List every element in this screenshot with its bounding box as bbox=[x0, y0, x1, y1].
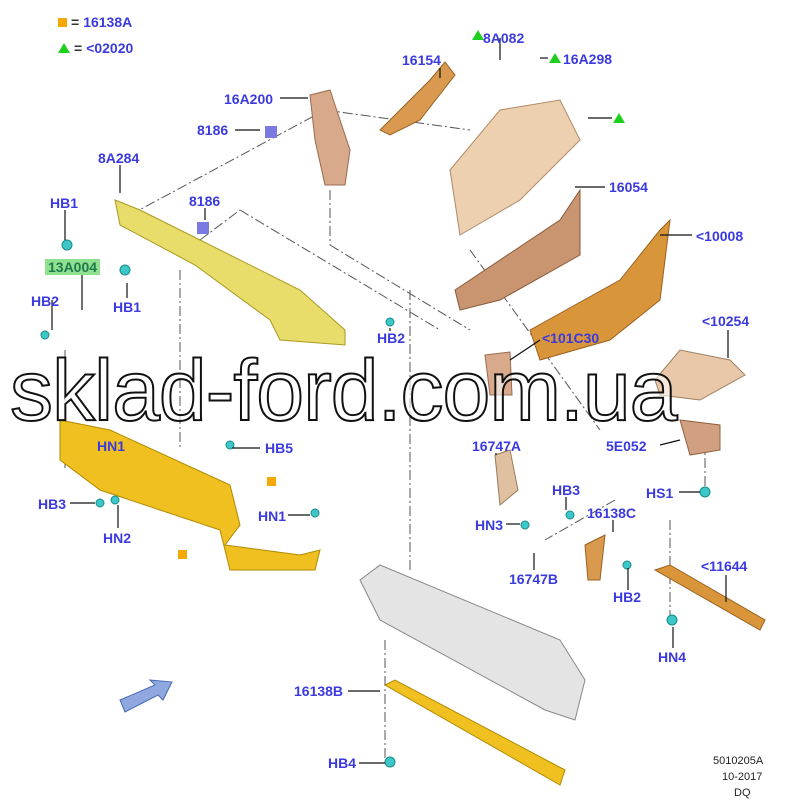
callout-16138B[interactable]: 16138B bbox=[294, 683, 344, 699]
callout-10008[interactable]: <10008 bbox=[696, 228, 744, 244]
callout-HS1[interactable]: HS1 bbox=[646, 485, 674, 501]
part-5E052 bbox=[679, 419, 721, 456]
callout-11644[interactable]: <11644 bbox=[701, 558, 748, 574]
watermark: sklad-ford.com.ua bbox=[9, 343, 679, 439]
fasteners bbox=[40, 239, 711, 768]
green-triangle-markers bbox=[472, 30, 625, 123]
clips-8186 bbox=[197, 126, 277, 234]
callout-HB3[interactable]: HB3 bbox=[38, 496, 67, 512]
callout-13A004[interactable]: 13A004 bbox=[45, 259, 101, 275]
part-10254 bbox=[654, 349, 746, 401]
callout-16154[interactable]: 16154 bbox=[402, 52, 441, 68]
callout-16747B[interactable]: 16747B bbox=[509, 571, 559, 587]
callout-HB2[interactable]: HB2 bbox=[613, 589, 642, 605]
callout-16747A[interactable]: 16747A bbox=[472, 438, 522, 454]
callout-10130[interactable]: <101C30 bbox=[542, 330, 600, 346]
orange-square-markers bbox=[178, 477, 276, 559]
callout-HB1[interactable]: HB1 bbox=[50, 195, 79, 211]
legend-text: 16138A bbox=[83, 14, 133, 30]
leader-lines bbox=[51, 38, 729, 764]
green-triangle-icon bbox=[58, 43, 70, 53]
legend-green-triangle: = <02020 bbox=[58, 40, 133, 56]
callout-HN4[interactable]: HN4 bbox=[658, 649, 687, 665]
callout-HB1[interactable]: HB1 bbox=[113, 299, 142, 315]
callout-8A082[interactable]: 8A082 bbox=[483, 30, 525, 46]
callout-8A284[interactable]: 8A284 bbox=[98, 150, 140, 166]
bumper-reinforcement bbox=[359, 564, 586, 721]
diagram-initials: DQ bbox=[734, 787, 751, 799]
legend-equals: = bbox=[74, 40, 83, 56]
part-10008 bbox=[529, 218, 671, 361]
part-16138C bbox=[584, 534, 606, 581]
part-16A200 bbox=[309, 89, 351, 186]
legend-orange-square: = 16138A bbox=[58, 14, 132, 30]
part-11644 bbox=[653, 564, 766, 631]
part-10130 bbox=[484, 351, 513, 396]
diagram-date: 10-2017 bbox=[722, 771, 763, 783]
callout-HB2[interactable]: HB2 bbox=[377, 330, 406, 346]
callout-HB2[interactable]: HB2 bbox=[31, 293, 60, 309]
apron-panel bbox=[449, 99, 581, 236]
part-16747A bbox=[494, 449, 519, 506]
callout-HB3[interactable]: HB3 bbox=[552, 482, 581, 498]
legend-text: <02020 bbox=[86, 40, 134, 56]
callout-HN1[interactable]: HN1 bbox=[258, 508, 287, 524]
callout-16138C[interactable]: 16138C bbox=[587, 505, 637, 521]
callout-16054[interactable]: 16054 bbox=[609, 179, 648, 195]
part-16154 bbox=[379, 61, 456, 136]
callout-5E052[interactable]: 5E052 bbox=[606, 438, 647, 454]
direction-arrow-icon bbox=[119, 679, 173, 713]
callout-HB4[interactable]: HB4 bbox=[328, 755, 357, 771]
callout-16A200[interactable]: 16A200 bbox=[224, 91, 274, 107]
callout-HN1[interactable]: HN1 bbox=[97, 438, 126, 454]
radiator-support-lower bbox=[59, 419, 321, 571]
callout-HN3[interactable]: HN3 bbox=[475, 517, 504, 533]
callout-HB5[interactable]: HB5 bbox=[265, 440, 294, 456]
callout-8186[interactable]: 8186 bbox=[189, 193, 221, 209]
orange-square-icon bbox=[58, 17, 67, 27]
callout-HN2[interactable]: HN2 bbox=[103, 530, 132, 546]
radiator-support-upper-8A284 bbox=[114, 199, 346, 346]
diagram-code: 5010205A bbox=[713, 755, 764, 767]
callout-8186[interactable]: 8186 bbox=[197, 122, 229, 138]
callout-16A298[interactable]: 16A298 bbox=[563, 51, 613, 67]
part-16054 bbox=[454, 188, 581, 311]
part-16138B bbox=[383, 679, 566, 786]
callout-10254[interactable]: <10254 bbox=[702, 313, 750, 329]
legend-equals: = bbox=[71, 14, 80, 30]
